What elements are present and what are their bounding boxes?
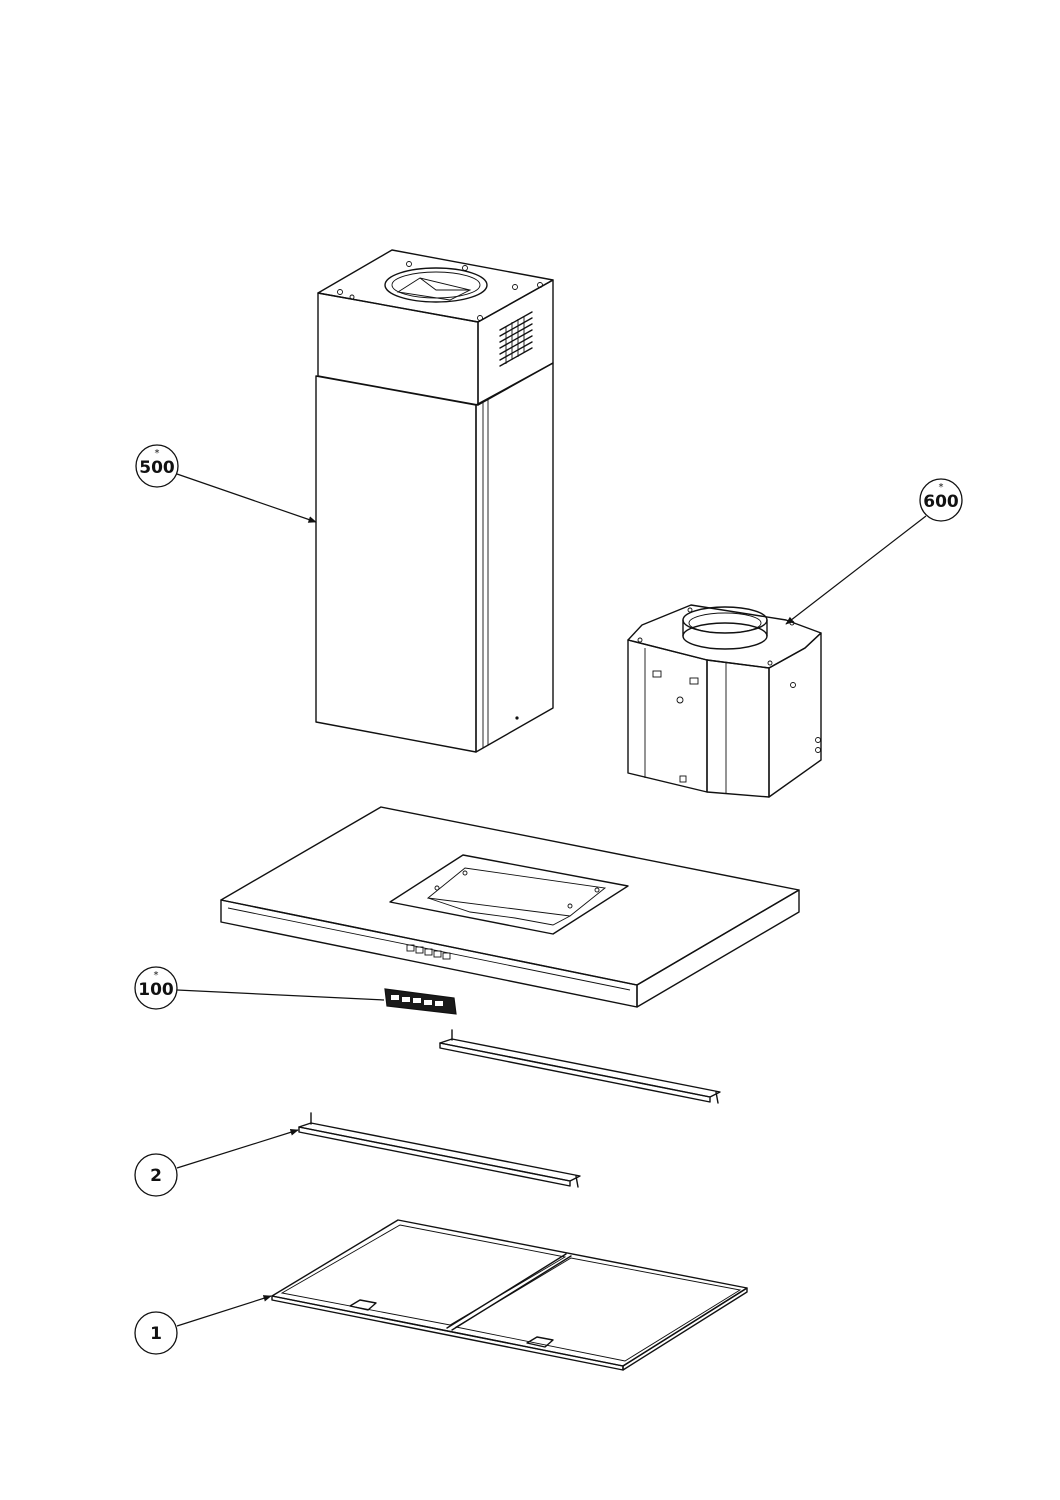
callout-600-label: 600 <box>923 492 959 512</box>
callout-500: * 500 <box>135 444 179 488</box>
chimney-part <box>315 249 554 753</box>
callout-1: 1 <box>134 1311 178 1355</box>
motor-housing-part <box>627 604 822 798</box>
callout-600-mark: * <box>939 482 944 493</box>
callout-leaders <box>176 473 927 1327</box>
hood-canopy <box>220 806 800 1008</box>
callout-1-label: 1 <box>150 1324 162 1344</box>
control-buttons <box>406 944 451 960</box>
control-panel-part <box>384 988 457 1015</box>
callout-100: * 100 <box>134 966 178 1010</box>
callout-100-label: 100 <box>138 980 174 1000</box>
filter-rail-upper <box>439 1029 721 1104</box>
callout-600: * 600 <box>919 478 963 522</box>
filter-rail-lower <box>298 1112 581 1188</box>
grease-filter-pair <box>271 1219 748 1371</box>
callout-2-label: 2 <box>150 1166 162 1186</box>
vent-grille <box>499 311 533 367</box>
callout-100-mark: * <box>154 970 159 981</box>
callout-2: 2 <box>134 1153 178 1197</box>
callout-500-mark: * <box>155 448 160 459</box>
callout-500-label: 500 <box>139 458 175 478</box>
